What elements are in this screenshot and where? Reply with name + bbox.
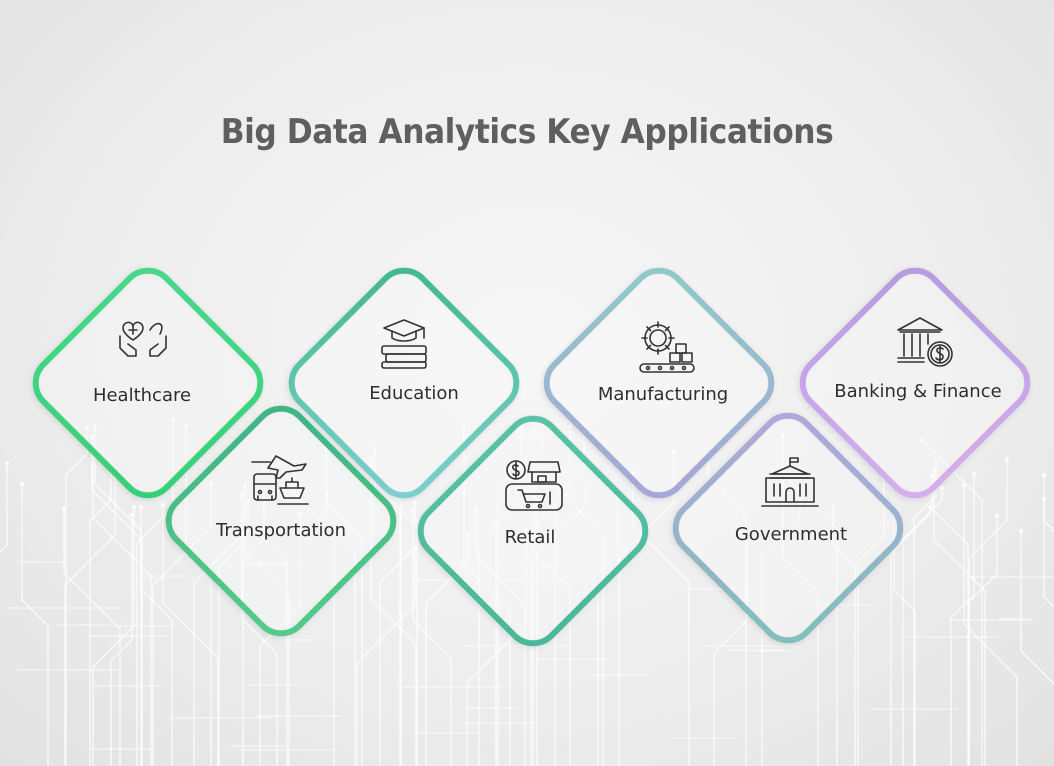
diamond-transportation <box>165 405 397 637</box>
label-healthcare: Healthcare <box>93 385 191 406</box>
label-transportation: Transportation <box>215 520 346 541</box>
label-banking-finance: Banking & Finance <box>834 381 1001 402</box>
diamond-government <box>672 412 904 644</box>
government-building-icon <box>761 457 819 507</box>
diamond-retail <box>417 415 649 647</box>
bank-coin-icon <box>897 317 953 367</box>
diamond-healthcare <box>32 267 264 499</box>
page-title: Big Data Analytics Key Applications <box>220 112 834 152</box>
plane-bus-ship-icon <box>251 455 309 505</box>
heart-hands-icon <box>119 321 167 357</box>
diamond-education <box>288 267 520 499</box>
diamond-manufacturing <box>543 267 775 499</box>
label-education: Education <box>369 383 459 404</box>
gear-conveyor-icon <box>639 321 695 373</box>
graduation-books-icon <box>381 319 427 369</box>
label-manufacturing: Manufacturing <box>598 384 728 405</box>
label-government: Government <box>735 524 847 545</box>
store-cart-icon <box>505 460 563 511</box>
label-retail: Retail <box>505 527 556 548</box>
diamond-banking-finance <box>799 267 1031 499</box>
